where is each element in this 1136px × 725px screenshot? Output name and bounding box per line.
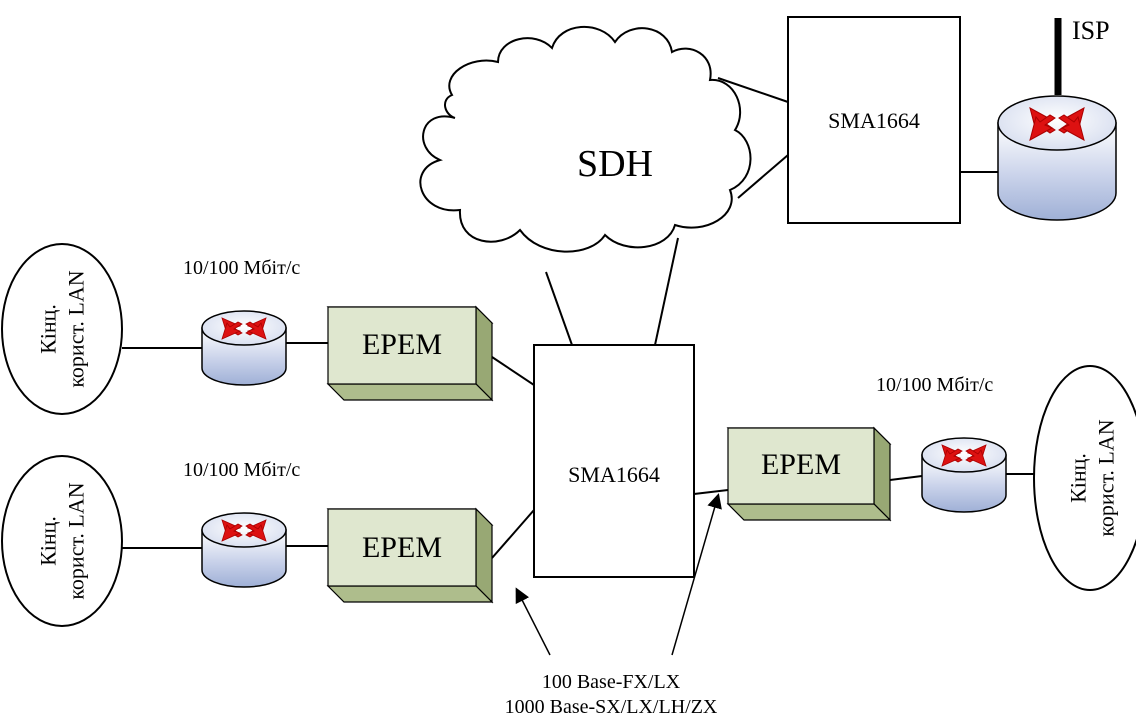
lan-left-top-label: Кінц. корист. LAN: [35, 270, 90, 387]
lan-right-label: Кінц. корист. LAN: [1065, 419, 1120, 536]
eprem-left-bottom-box: [326, 507, 494, 604]
eprem-left-bottom-label: EPEM: [361, 531, 442, 564]
connection-lines: [122, 77, 1034, 559]
sma1664-top-box: [787, 16, 961, 224]
eprem-right-box: [726, 426, 892, 522]
interface-arrow-left: [515, 587, 551, 656]
link-eprem-r-router: [889, 475, 923, 481]
isp-label: ISP: [1072, 16, 1110, 45]
sma1664-center-label: SMA1664: [568, 462, 660, 487]
speed-left-bottom-label: 10/100 Мбіт/с: [183, 459, 301, 481]
link-cloud-mux-top-2: [737, 154, 789, 199]
lan-left-bottom-ellipse: [1, 455, 123, 627]
lan-right-ellipse: [1033, 365, 1136, 591]
eprem-left-top-box: [326, 305, 494, 402]
lan-left-top-ellipse: [1, 243, 123, 415]
eprem-right-label: EPEM: [760, 448, 841, 481]
sma1664-center-box: [533, 344, 695, 578]
router-left-bottom-icon: [201, 512, 287, 588]
interfaces-line2: 1000 Base-SX/LX/LH/ZX: [504, 696, 718, 718]
link-cloud-mux-center-2: [654, 237, 679, 346]
interface-arrow-right: [671, 493, 722, 656]
lan-left-bottom-line2: корист. LAN: [63, 482, 88, 600]
link-cloud-mux-center-1: [545, 271, 573, 346]
interfaces-line1: 100 Base-FX/LX: [541, 671, 681, 693]
lan-left-bottom-line1: Кінц.: [35, 516, 61, 566]
eprem-left-top-label: EPEM: [361, 328, 442, 361]
link-eprem-lt-mux: [491, 356, 535, 386]
link-mux-eprem-r: [693, 489, 729, 495]
router-right-icon: [921, 437, 1007, 513]
sdh-cloud: [419, 26, 752, 253]
lan-left-top-line1: Кінц.: [35, 304, 61, 354]
isp-router-icon: [997, 95, 1117, 221]
lan-right-line2: корист. LAN: [1093, 419, 1118, 537]
link-eprem-lb-mux: [491, 509, 535, 559]
router-left-top-icon: [201, 310, 287, 386]
interfaces-label: 100 Base-FX/LX 1000 Base-SX/LX/LH/ZX: [480, 670, 742, 720]
sdh-label: SDH: [576, 143, 654, 185]
speed-left-top-label: 10/100 Мбіт/с: [183, 257, 301, 279]
lan-left-top-line2: корист. LAN: [63, 270, 88, 388]
link-cloud-mux-top-1: [717, 77, 789, 103]
sma1664-top-label: SMA1664: [828, 108, 920, 133]
lan-right-line1: Кінц.: [1065, 453, 1091, 503]
speed-right-label: 10/100 Мбіт/с: [876, 374, 994, 396]
lan-left-bottom-label: Кінц. корист. LAN: [35, 482, 90, 599]
